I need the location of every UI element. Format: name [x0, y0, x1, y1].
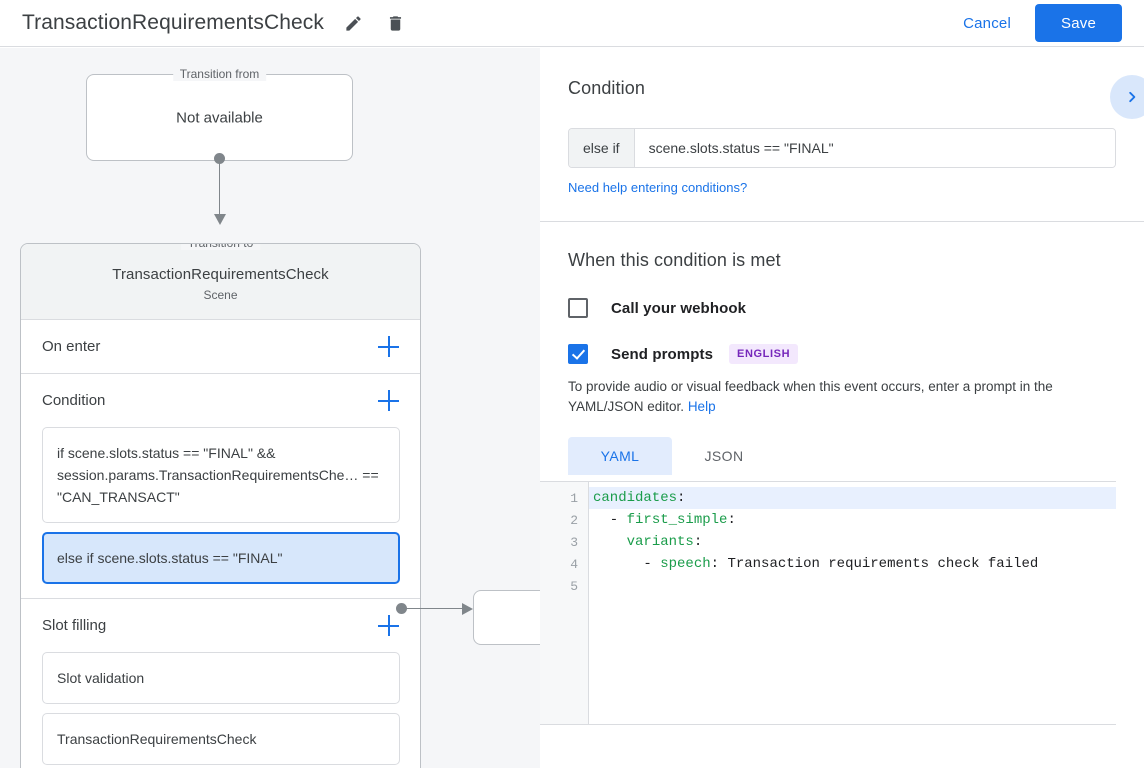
code-line[interactable]: candidates: [589, 487, 1116, 509]
edit-name-button[interactable] [340, 10, 366, 36]
gutter-line: 3 [540, 531, 588, 553]
prompts-help-link[interactable]: Help [687, 399, 716, 414]
condition-item[interactable]: if scene.slots.status == "FINAL" && sess… [42, 427, 400, 523]
code-indent: - [593, 556, 661, 572]
section-body: Slot validation TransactionRequirementsC… [21, 652, 420, 768]
code-punct: : [677, 490, 686, 506]
transition-to-legend: Transition to [180, 244, 261, 250]
transition-to-node[interactable]: Transition to TransactionRequirementsChe… [20, 243, 421, 768]
connector-arrow-right [462, 603, 473, 615]
gutter-line: 2 [540, 509, 588, 531]
code-punct: : [727, 512, 736, 528]
line-number: 3 [570, 534, 578, 550]
pencil-icon [344, 14, 363, 33]
connector-arrow-down [214, 214, 226, 225]
tab-json[interactable]: JSON [704, 448, 744, 464]
scene-section-on-enter: On enter [21, 320, 420, 374]
gutter-line: 5 [540, 575, 588, 597]
code-punct: : [693, 534, 703, 550]
gutter-line: 4 [540, 553, 588, 575]
condition-input-group[interactable]: else if scene.slots.status == "FINAL" [568, 128, 1116, 168]
code-key: speech [660, 556, 711, 572]
code-indent: - [593, 512, 627, 528]
send-prompts-label: Send prompts [611, 345, 714, 363]
gutter-line: 1 [540, 487, 588, 509]
send-prompts-checkbox[interactable] [568, 344, 588, 364]
editor-gutter: 1 2 3 4 5 [540, 482, 589, 724]
add-slot-filling-button[interactable] [378, 614, 400, 637]
flow-canvas[interactable]: Transition from Not available Transition… [0, 48, 540, 768]
condition-input[interactable]: scene.slots.status == "FINAL" [634, 129, 1115, 167]
code-value: Transaction requirements check failed [727, 556, 1039, 572]
transition-from-node[interactable]: Transition from Not available [86, 67, 353, 161]
slot-filling-item[interactable]: TransactionRequirementsCheck [42, 713, 400, 765]
page-title: TransactionRequirementsCheck [22, 11, 324, 34]
line-number: 2 [570, 512, 578, 528]
section-header: Condition [21, 374, 420, 427]
code-indent [593, 534, 627, 550]
send-prompts-row[interactable]: Send prompts ENGLISH [568, 344, 1116, 364]
section-body: if scene.slots.status == "FINAL" && sess… [21, 427, 420, 598]
slot-filling-item[interactable]: Slot validation [42, 652, 400, 704]
when-met-heading: When this condition is met [568, 250, 781, 270]
scene-name: TransactionRequirementsCheck [112, 266, 329, 283]
scene-section-condition: Condition if scene.slots.status == "FINA… [21, 374, 420, 599]
code-line[interactable]: variants: [589, 531, 1116, 553]
code-line[interactable]: - speech: Transaction requirements check… [589, 553, 1116, 575]
section-title-slot-filling: Slot filling [42, 617, 107, 634]
chevron-right-icon [1121, 86, 1143, 108]
collapse-panel-button[interactable] [1110, 75, 1144, 119]
line-number: 5 [570, 578, 578, 594]
yaml-code-editor[interactable]: 1 2 3 4 5 candidates: - first_simple: varian… [540, 481, 1116, 725]
transition-from-value: Not available [176, 109, 263, 126]
section-title-on-enter: On enter [42, 338, 101, 355]
webhook-row[interactable]: Call your webhook [568, 298, 1116, 318]
app-header: TransactionRequirementsCheck Cancel Save [0, 0, 1144, 47]
code-line[interactable] [589, 575, 1116, 597]
cancel-button[interactable]: Cancel [963, 14, 1011, 32]
panel-condition-heading: Condition [568, 78, 645, 98]
section-header: Slot filling [21, 599, 420, 652]
trash-icon [386, 14, 405, 33]
panel-condition-section: Condition else if scene.slots.status == … [540, 48, 1144, 222]
code-key: candidates [593, 490, 678, 506]
details-panel: Condition else if scene.slots.status == … [540, 48, 1144, 768]
condition-help-link[interactable]: Need help entering conditions? [568, 180, 748, 195]
delete-button[interactable] [382, 10, 408, 36]
section-header: On enter [21, 320, 420, 373]
code-punct: : [710, 556, 728, 572]
call-webhook-checkbox[interactable] [568, 298, 588, 318]
section-title-condition: Condition [42, 392, 106, 409]
condition-item-selected[interactable]: else if scene.slots.status == "FINAL" [42, 532, 400, 584]
scene-section-slot-filling: Slot filling Slot validation Transaction… [21, 599, 420, 768]
line-number: 4 [570, 556, 578, 572]
tab-yaml[interactable]: YAML [568, 437, 672, 475]
connector-line-horizontal [406, 608, 464, 609]
add-condition-button[interactable] [378, 389, 400, 412]
condition-prefix-label: else if [569, 129, 635, 167]
connector-line-vertical [219, 158, 220, 218]
call-webhook-label: Call your webhook [611, 299, 747, 317]
code-line[interactable]: - first_simple: [589, 509, 1116, 531]
code-key: variants [626, 534, 694, 550]
line-number: 1 [570, 490, 578, 506]
scene-kind: Scene [203, 288, 238, 302]
add-on-enter-button[interactable] [378, 335, 400, 358]
next-node-partial[interactable] [473, 590, 540, 645]
language-badge: ENGLISH [729, 344, 799, 364]
scene-card-header: TransactionRequirementsCheck Scene [21, 244, 420, 320]
editor-format-tabs: YAML JSON [568, 437, 1116, 475]
save-button[interactable]: Save [1035, 4, 1122, 42]
connector-out-dot [396, 603, 407, 614]
editor-code-area[interactable]: candidates: - first_simple: variants: - … [589, 482, 1116, 724]
code-key: first_simple [626, 512, 728, 528]
transition-from-legend: Transition from [172, 67, 267, 81]
panel-when-met-section: When this condition is met Call your web… [540, 222, 1144, 475]
send-prompts-description-text: To provide audio or visual feedback when… [568, 379, 1053, 414]
send-prompts-description: To provide audio or visual feedback when… [568, 377, 1116, 417]
